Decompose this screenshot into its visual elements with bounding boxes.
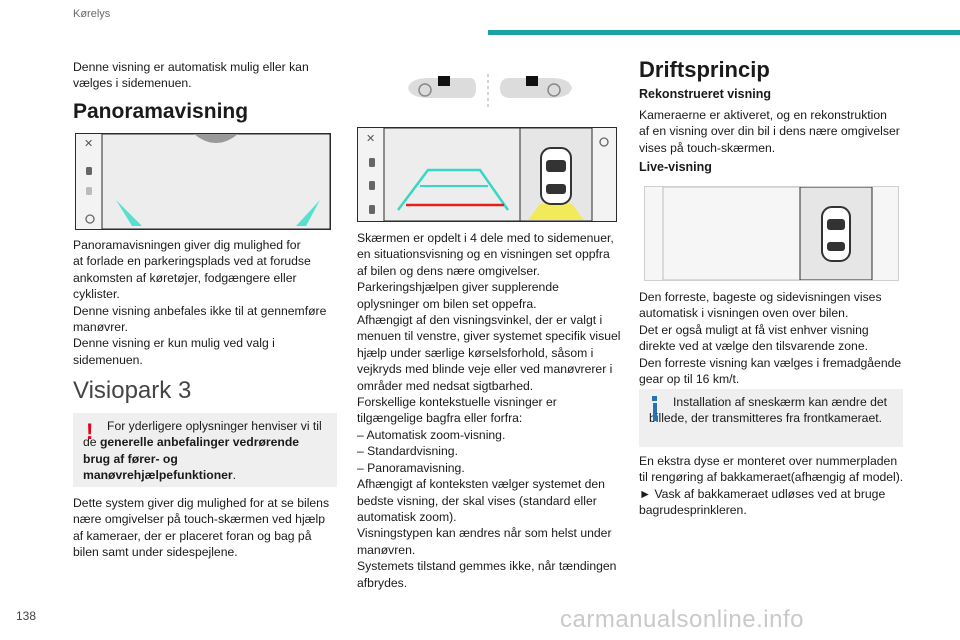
view-icon-2	[369, 181, 375, 190]
header-accent-bar	[488, 30, 960, 35]
section-title: Kørelys	[73, 8, 111, 20]
intro-paragraph: Denne visning er automatisk mulig eller …	[73, 60, 309, 91]
panorama-screen-illustration: ✕	[76, 133, 331, 230]
settings-icon	[85, 214, 95, 224]
info-icon	[652, 403, 657, 421]
live-view-text: Den forreste, bageste og sidevisningen v…	[639, 290, 902, 387]
left-mirror-shape	[408, 78, 476, 98]
view-icon-1	[369, 158, 375, 167]
warning-note: ! For yderligere oplysninger henviser vi…	[73, 413, 337, 487]
visiopark-screen-illustration: ✕	[358, 127, 616, 222]
view-icon-1	[86, 167, 92, 175]
subheading-reconstructed: Rekonstrueret visning	[639, 87, 771, 101]
guide-right-shape	[296, 200, 320, 226]
visiopark-description: Skærmen er opdelt i 4 dele med to sideme…	[357, 231, 621, 590]
live-view-illustration	[662, 186, 873, 281]
close-icon: ✕	[84, 138, 93, 150]
guide-left-shape	[116, 200, 142, 226]
settings-icon	[599, 137, 609, 147]
car-bumper-shape	[194, 134, 238, 143]
page-number: 138	[16, 609, 37, 623]
heading-driftsprincip: Driftsprincip	[639, 57, 770, 82]
car-top-view-shape	[821, 206, 851, 262]
visiopark-screen-figure: ✕	[357, 127, 617, 222]
right-camera-shape	[526, 76, 538, 86]
info-icon-dot	[652, 396, 657, 401]
right-wheel-shape	[547, 83, 561, 97]
panorama-text: Panoramavisningen giver dig mulighed for…	[73, 238, 327, 367]
warning-icon: !	[86, 419, 94, 444]
info-note: Installation af sneskærm kan ændre det b…	[639, 389, 903, 447]
reconstructed-text: Kameraerne er aktiveret, og en rekonstru…	[639, 108, 900, 155]
live-view-figure	[644, 186, 899, 281]
mirror-cameras-illustration	[408, 74, 572, 110]
guide-lines-shape	[397, 168, 510, 211]
visiopark-text: Dette system giver dig mulighed for at s…	[73, 496, 330, 560]
camera-zone-shape	[528, 204, 584, 220]
heading-visiopark: Visiopark 3	[73, 377, 192, 404]
left-wheel-shape	[418, 83, 432, 97]
watermark[interactable]: carmanualsonline.info	[560, 606, 804, 633]
washer-text: En ekstra dyse er monteret over nummerpl…	[639, 454, 904, 518]
right-mirror-shape	[500, 78, 572, 98]
view-icon-3	[369, 205, 375, 214]
car-top-view-shape	[540, 147, 572, 205]
heading-panorama: Panoramavisning	[73, 100, 249, 123]
left-camera-shape	[438, 76, 450, 86]
subheading-live: Live-visning	[639, 160, 712, 174]
panorama-screen-figure: ✕	[75, 133, 331, 230]
view-icon-2	[86, 187, 92, 195]
close-icon: ✕	[366, 133, 375, 145]
